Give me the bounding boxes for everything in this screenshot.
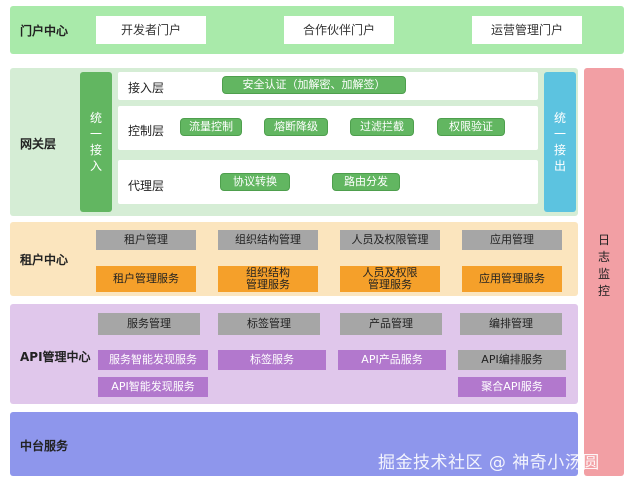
app-mgmt-service-box[interactable]: 应用管理服务 [462,266,562,292]
inbound-char: 一 [89,127,102,141]
log-char: 日 [597,233,610,247]
inbound-char: 接 [89,143,102,157]
portal-operations[interactable]: 运营管理门户 [472,16,582,44]
outbound-char: 统 [553,111,566,125]
outbound-char: 出 [553,159,566,173]
watermark: 掘金技术社区 @ 神奇小汤圆 [378,453,600,473]
org-service-line2: 管理服务 [246,278,290,291]
api-smart-discovery-service-box[interactable]: API智能发现服务 [98,377,208,397]
people-permission-service-box[interactable]: 人员及权限 管理服务 [340,266,440,292]
proxy-layer-row [118,160,538,204]
org-service-line1: 组织结构 [246,266,290,279]
inbound-label: 统 一 接 入 [80,108,112,176]
org-structure-service-box[interactable]: 组织结构 管理服务 [218,266,318,292]
outbound-column [544,72,576,212]
service-mgmt-box[interactable]: 服务管理 [98,313,200,335]
tenant-mgmt-service-box[interactable]: 租户管理服务 [96,266,196,292]
outbound-char: 接 [553,143,566,157]
log-char: 监 [597,267,610,281]
security-auth-button[interactable]: 安全认证（加解密、加解签） [222,76,406,94]
tenant-service-text: 租户管理服务 [113,272,179,285]
route-dispatch-button[interactable]: 路由分发 [332,173,400,191]
gateway-title: 网关层 [20,137,57,151]
people-service-line2: 管理服务 [368,278,412,291]
people-permission-mgmt-box[interactable]: 人员及权限管理 [340,230,440,250]
smart-discovery-service-box[interactable]: 服务智能发现服务 [98,350,208,370]
permission-verify-button[interactable]: 权限验证 [437,118,505,136]
portal-partner[interactable]: 合作伙伴门户 [284,16,394,44]
log-monitor-label: 日 志 监 控 [584,230,624,302]
outbound-char: 一 [553,127,566,141]
inbound-column [80,72,112,212]
inbound-char: 统 [89,111,102,125]
log-monitor-column [584,68,624,476]
circuit-breaker-button[interactable]: 熔断降级 [264,118,328,136]
inbound-char: 入 [89,159,102,173]
middle-platform-title: 中台服务 [20,439,69,453]
filter-intercept-button[interactable]: 过滤拦截 [350,118,414,136]
protocol-convert-button[interactable]: 协议转换 [220,173,290,191]
api-title: API管理中心 [20,350,91,364]
tag-mgmt-box[interactable]: 标签管理 [218,313,320,335]
log-char: 志 [597,250,610,264]
tenant-mgmt-box[interactable]: 租户管理 [96,230,196,250]
app-service-text: 应用管理服务 [479,272,545,285]
access-layer-label: 接入层 [128,81,165,95]
app-mgmt-box[interactable]: 应用管理 [462,230,562,250]
api-orchestration-service-box[interactable]: API编排服务 [458,350,566,370]
outbound-label: 统 一 接 出 [544,108,576,176]
product-mgmt-box[interactable]: 产品管理 [340,313,442,335]
org-structure-mgmt-box[interactable]: 组织结构管理 [218,230,318,250]
people-service-line1: 人员及权限 [362,266,418,279]
portal-developer[interactable]: 开发者门户 [96,16,206,44]
middle-platform-band [10,412,578,476]
orchestration-mgmt-box[interactable]: 编排管理 [460,313,562,335]
tag-service-box[interactable]: 标签服务 [218,350,326,370]
api-product-service-box[interactable]: API产品服务 [338,350,446,370]
flow-control-button[interactable]: 流量控制 [180,118,242,136]
log-char: 控 [597,284,610,298]
control-layer-label: 控制层 [128,124,165,138]
portal-title: 门户中心 [20,24,69,38]
tenant-title: 租户中心 [20,253,69,267]
aggregate-api-service-box[interactable]: 聚合API服务 [458,377,566,397]
proxy-layer-label: 代理层 [128,179,165,193]
